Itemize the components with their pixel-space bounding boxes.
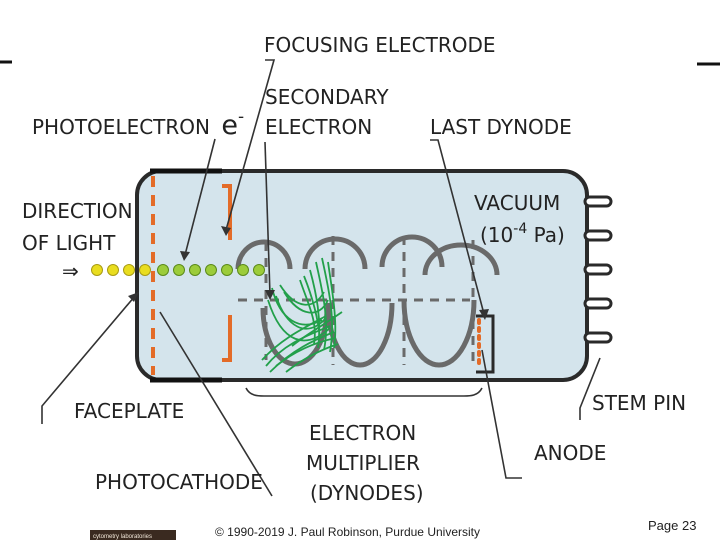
leader-faceplate [41, 295, 136, 424]
photoelectrons [157, 264, 265, 276]
secondary-electron-paths [261, 257, 343, 373]
dynode [235, 239, 293, 270]
dynode [401, 299, 477, 368]
label-direction-line1: DIRECTION [22, 199, 133, 223]
photoelectron [221, 264, 233, 276]
stem-pin [583, 331, 613, 344]
photon [123, 264, 135, 276]
label-last-dynode: LAST DYNODE [430, 115, 572, 139]
focusing-electrode-lower [222, 315, 232, 362]
label-vacuum-prefix: (10 [480, 223, 513, 247]
leader-anode [481, 349, 522, 479]
label-electron-multiplier-line1: ELECTRON [309, 421, 416, 445]
photon [91, 264, 103, 276]
label-vacuum-line1: VACUUM [474, 191, 560, 215]
label-secondary-electron-line2: ELECTRON [265, 115, 372, 139]
leader-lines [41, 59, 601, 497]
leader-secondary-electron [264, 141, 271, 296]
label-direction-line2: OF LIGHT [22, 231, 116, 255]
photoelectron [173, 264, 185, 276]
label-secondary-electron-line1: SECONDARY [265, 85, 389, 109]
label-vacuum-exponent: -4 [513, 221, 527, 237]
photoelectron [157, 264, 169, 276]
leader-stem-pin [579, 357, 601, 420]
stem-pin [583, 229, 613, 242]
photoelectron [189, 264, 201, 276]
light-direction-arrow: ⇒ [62, 259, 79, 283]
cytometry-logo [90, 530, 176, 540]
label-electron-multiplier-line2: MULTIPLIER [306, 451, 420, 475]
photoelectron [253, 264, 265, 276]
arrow-heads [128, 226, 489, 320]
leader-last-dynode [430, 139, 485, 315]
dynode [302, 236, 368, 270]
photoelectron [205, 264, 217, 276]
label-stem-pin: STEM PIN [592, 391, 686, 415]
label-photoelectron-text: PHOTOELECTRON [32, 115, 210, 139]
label-photoelectron-symbol: e [221, 110, 238, 141]
last-dynode [422, 242, 500, 276]
footer-copyright: © 1990-2019 J. Paul Robinson, Purdue Uni… [215, 525, 480, 539]
dynode [379, 234, 445, 268]
stem-pin [583, 263, 613, 276]
page-number: Page 23 [648, 518, 696, 533]
label-photoelectron: PHOTOELECTRON e- [32, 107, 244, 141]
stem-pin [583, 297, 613, 310]
focusing-electrode-upper [222, 184, 232, 240]
stem-pins [583, 195, 613, 344]
photon [139, 264, 151, 276]
incident-photons [91, 264, 151, 276]
label-faceplate: FACEPLATE [74, 399, 184, 423]
cytometry-logo-text: cytometry laboratories [93, 534, 152, 540]
label-vacuum-line2: (10-4 Pa) [480, 221, 565, 247]
label-photoelectron-superscript: - [238, 107, 244, 127]
label-focusing-electrode: FOCUSING ELECTRODE [264, 33, 496, 57]
leader-focusing-electrode [225, 59, 276, 231]
photoelectron [237, 264, 249, 276]
stem-pin [583, 195, 613, 208]
leader-photocathode [159, 311, 273, 497]
label-electron-multiplier-line3: (DYNODES) [310, 481, 424, 505]
electron-multiplier-bracket [245, 387, 483, 397]
label-vacuum-suffix: Pa) [527, 223, 565, 247]
label-anode: ANODE [534, 441, 606, 465]
photon [107, 264, 119, 276]
label-photocathode: PHOTOCATHODE [95, 470, 263, 494]
leader-photoelectron [184, 138, 216, 256]
